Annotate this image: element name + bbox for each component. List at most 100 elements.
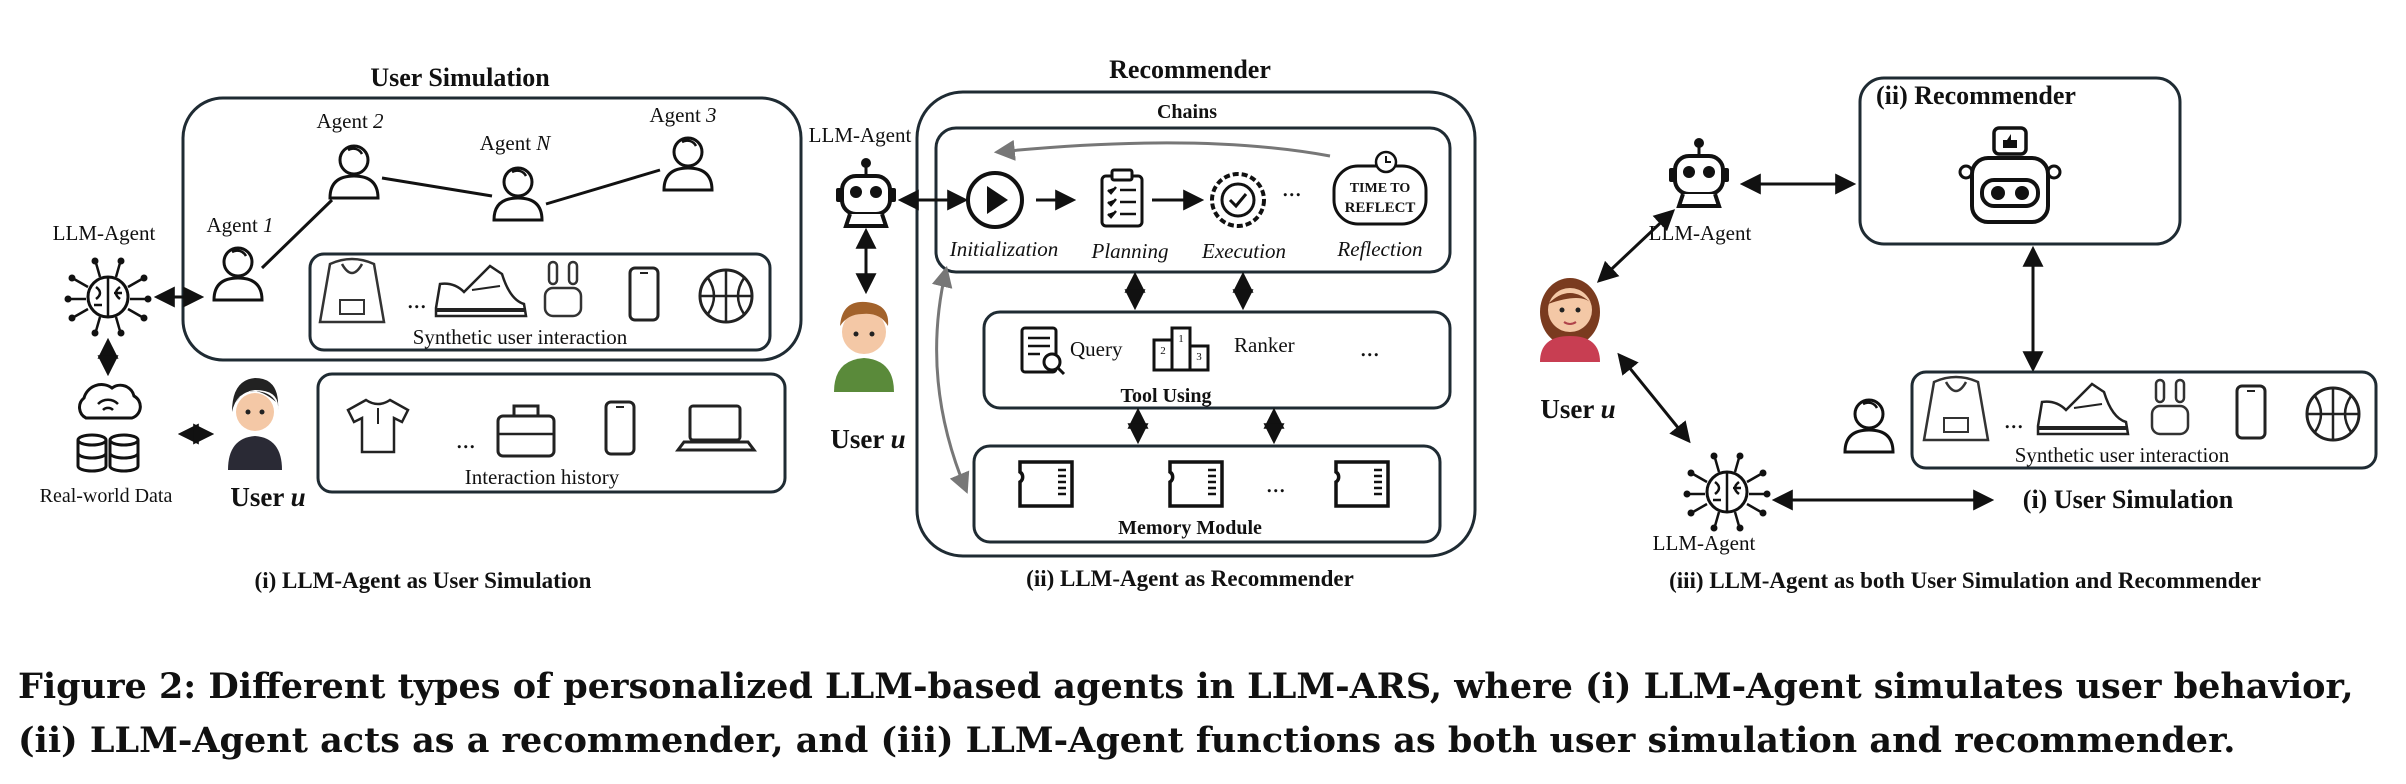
recommender-llm-agent-label: LLM-Agent <box>809 123 912 147</box>
step-reflection: Reflection <box>1336 237 1422 261</box>
memory-ellipsis: ... <box>1266 469 1286 498</box>
iii-llm-agent-top-label: LLM-Agent <box>1649 221 1752 245</box>
iii-llm-agent-bottom-label: LLM-Agent <box>1653 531 1756 555</box>
panel-ii-title: Recommender <box>1109 55 1271 84</box>
iii-sneaker-icon <box>2036 382 2130 436</box>
document-search-icon <box>1020 326 1066 376</box>
user-avatar <box>228 378 282 470</box>
initialization-step: Initialization <box>949 171 1059 261</box>
synthetic-ellipsis: ... <box>407 285 427 314</box>
robot-icon <box>834 156 898 228</box>
history-phone-icon <box>604 400 636 456</box>
phone-icon <box>628 266 660 322</box>
svg-text:Agent 3: Agent 3 <box>649 103 716 127</box>
llm-agent-label: LLM-Agent <box>53 221 156 245</box>
agent-n-person-icon <box>492 166 544 222</box>
query-label: Query <box>1070 337 1123 361</box>
tool-using-box <box>982 310 1452 410</box>
memory-card-icon-2 <box>1168 460 1224 508</box>
panel-iii-caption: (iii) LLM-Agent as both User Simulation … <box>1669 568 2261 593</box>
tshirt-icon <box>346 398 410 454</box>
iii-synthetic-label: Synthetic user interaction <box>2015 443 2230 467</box>
iii-synthetic-box <box>1910 370 2378 470</box>
laptop-icon <box>676 404 756 452</box>
real-world-data-icon <box>76 383 142 473</box>
agent-1-person-icon <box>212 246 264 302</box>
svg-text:Agent 2: Agent 2 <box>316 109 384 133</box>
panel-both: (ii) Recommender LLM-Agent User u ... Sy… <box>1539 76 2378 593</box>
synthetic-interaction-box <box>308 252 772 352</box>
interaction-history-box <box>316 372 787 494</box>
svg-text:Agent N: Agent N <box>480 131 552 155</box>
llm-agent-brain-icon <box>63 256 153 338</box>
execution-step: Execution <box>1201 172 1286 263</box>
ranker-tool: 1 2 3 Ranker <box>1152 326 1295 372</box>
agent-n: Agent N <box>480 131 552 222</box>
iii-hoodie-icon <box>1922 375 1990 442</box>
tool-using-label: Tool Using <box>1121 385 1212 407</box>
svg-text:2: 2 <box>1160 345 1166 357</box>
step-planning: Planning <box>1091 239 1169 263</box>
recommender-user-avatar <box>834 301 894 392</box>
gear-check-icon <box>1210 172 1266 228</box>
query-tool: Query <box>1020 326 1123 376</box>
recommender-box <box>915 90 1477 558</box>
iii-recommender-label: (ii) Recommender <box>1876 81 2076 110</box>
recommender-user-label: User u <box>830 424 905 454</box>
chains-label: Chains <box>1157 101 1217 123</box>
interaction-history-label: Interaction history <box>465 465 620 489</box>
briefcase-icon <box>496 404 556 458</box>
panel-i-title: User Simulation <box>370 63 550 92</box>
iii-ellipsis: ... <box>2004 405 2024 434</box>
ranker-label: Ranker <box>1234 333 1295 357</box>
iii-basketball-icon <box>2305 386 2361 442</box>
reflection-step: TIME TO REFLECT Reflection <box>1332 150 1428 261</box>
clipboard-icon <box>1100 168 1144 228</box>
agent-links <box>260 168 661 270</box>
hoodie-icon <box>318 257 386 324</box>
synthetic-label: Synthetic user interaction <box>413 325 628 349</box>
svg-text:1: 1 <box>1178 333 1184 345</box>
iii-phone-icon <box>2235 384 2267 440</box>
user-simulation-box <box>181 96 803 362</box>
iii-user-label: User u <box>1540 394 1615 424</box>
svg-text:3: 3 <box>1196 351 1202 363</box>
sneaker-icon <box>434 264 528 318</box>
svg-text:Agent 1: Agent 1 <box>206 213 273 237</box>
figure-caption: Figure 2: Different types of personalize… <box>18 666 2354 761</box>
panel-recommender: Recommender Chains Initialization Planni… <box>809 55 1477 591</box>
agent-3: Agent 3 <box>649 103 717 192</box>
figure-diagram: User Simulation Agent 1 Agent 2 Agent N … <box>40 55 2378 593</box>
memory-module-box <box>972 444 1442 544</box>
svg-text:TIME TO: TIME TO <box>1350 181 1411 196</box>
iii-user-avatar <box>1539 277 1601 363</box>
history-ellipsis: ... <box>456 425 476 454</box>
panel-i-caption: (i) LLM-Agent as User Simulation <box>255 568 592 593</box>
memory-card-icon-3 <box>1334 460 1390 508</box>
iii-airpods-icon <box>2150 378 2190 436</box>
panel-user-simulation: User Simulation Agent 1 Agent 2 Agent N … <box>40 63 803 593</box>
real-world-data-label: Real-world Data <box>40 485 173 507</box>
iii-recommender-box <box>1858 76 2182 246</box>
agent-2-person-icon <box>328 144 380 200</box>
agent-3-person-icon <box>662 136 714 192</box>
step-execution: Execution <box>1201 239 1286 263</box>
tools-ellipsis: ... <box>1360 333 1380 362</box>
airpods-icon <box>543 260 583 318</box>
svg-text:REFLECT: REFLECT <box>1345 200 1416 216</box>
agent-2: Agent 2 <box>316 109 384 200</box>
podium-icon: 1 2 3 <box>1152 326 1210 372</box>
chains-ellipsis: ... <box>1282 173 1302 202</box>
time-to-reflect-icon: TIME TO REFLECT <box>1332 150 1428 226</box>
iii-person-icon <box>1843 398 1895 454</box>
memory-module-label: Memory Module <box>1118 517 1262 539</box>
panel-ii-caption: (ii) LLM-Agent as Recommender <box>1026 566 1354 591</box>
planning-step: Planning <box>1091 168 1169 263</box>
step-initialization: Initialization <box>949 237 1059 261</box>
memory-card-icon-1 <box>1018 460 1074 508</box>
basketball-icon <box>698 268 754 324</box>
iii-robot-icon <box>1667 136 1731 208</box>
iii-user-simulation-label: (i) User Simulation <box>2023 485 2234 514</box>
user-label: User u <box>230 482 305 512</box>
agent-1: Agent 1 <box>206 213 274 302</box>
